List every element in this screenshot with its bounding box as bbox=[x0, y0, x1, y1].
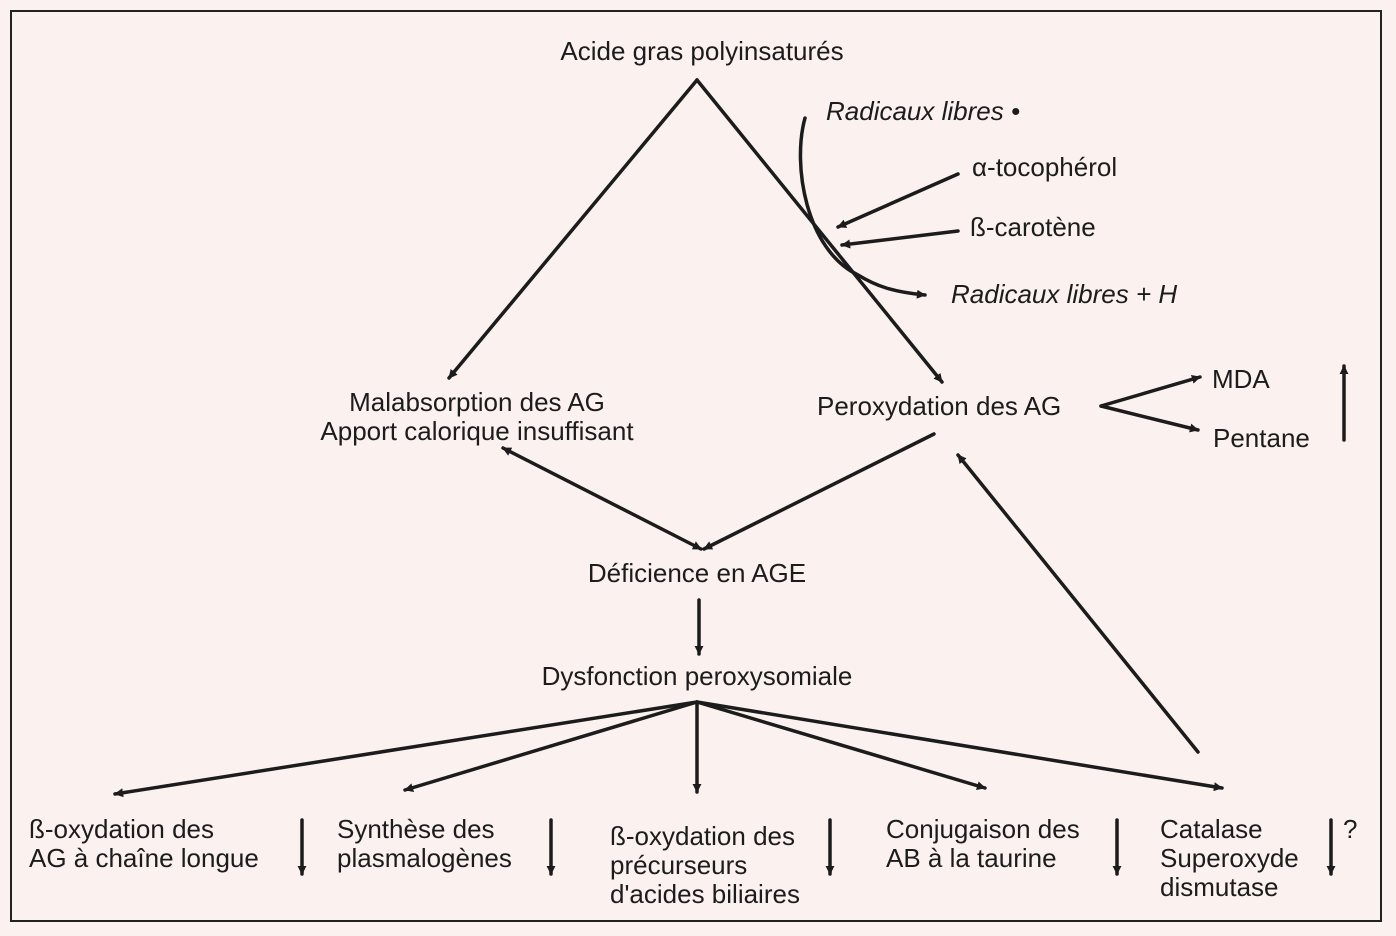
node-radicals-out: Radicaux libres + H bbox=[951, 279, 1178, 309]
arrow-to-mda bbox=[1099, 374, 1202, 408]
node-pentane: Pentane bbox=[1213, 423, 1310, 453]
node-malabsorption: Malabsorption des AG Apport calorique in… bbox=[277, 388, 677, 446]
outcome-3-line-1: ß-oxydation des bbox=[610, 821, 795, 851]
arrow-pufa-to-malabsorption bbox=[447, 78, 699, 380]
outcome-3-line-2: précurseurs bbox=[610, 850, 748, 880]
node-pufa: Acide gras polyinsaturés bbox=[560, 36, 844, 66]
arrow-peroxidation-to-deficiency bbox=[702, 432, 936, 551]
outcome-5: Catalase Superoxyde dismutase bbox=[1160, 815, 1299, 902]
outcome-3: ß-oxydation des précurseurs d'acides bil… bbox=[610, 822, 800, 909]
curve-radicals bbox=[798, 116, 927, 299]
outcome-5-note: ? bbox=[1343, 814, 1358, 844]
arrow-carotene bbox=[840, 229, 960, 249]
arrow-to-pentane bbox=[1099, 404, 1200, 433]
outcome-4-line-2: AB à la taurine bbox=[886, 843, 1057, 873]
outcome-1-line-1: ß-oxydation des bbox=[29, 814, 214, 844]
node-radicals-in: Radicaux libres • bbox=[826, 96, 1021, 126]
arrow-malabsorption-deficiency bbox=[501, 446, 703, 551]
node-deficiency: Déficience en AGE bbox=[587, 558, 807, 588]
arrow-to-outcome-1 bbox=[113, 700, 699, 798]
node-mda: MDA bbox=[1212, 364, 1270, 394]
malabsorption-line-1: Malabsorption des AG bbox=[349, 387, 605, 417]
outcome-2-line-2: plasmalogènes bbox=[337, 843, 512, 873]
outcome-5-line-3: dismutase bbox=[1160, 872, 1279, 902]
arrow-catalase-to-peroxidation bbox=[956, 453, 1200, 754]
node-peroxidation: Peroxydation des AG bbox=[817, 391, 1062, 421]
arrow-pufa-to-peroxidation bbox=[695, 78, 944, 384]
outcome-5-line-1: Catalase bbox=[1160, 814, 1263, 844]
outcome-3-line-3: d'acides biliaires bbox=[610, 879, 800, 909]
outcome-2: Synthèse des plasmalogènes bbox=[337, 815, 512, 873]
outcome-4-line-1: Conjugaison des bbox=[886, 814, 1080, 844]
outcome-1-line-2: AG à chaîne longue bbox=[29, 843, 259, 873]
arrow-tocopherol bbox=[836, 172, 960, 229]
outcome-1: ß-oxydation des AG à chaîne longue bbox=[29, 815, 259, 873]
outcome-5-line-2: Superoxyde bbox=[1160, 843, 1299, 873]
node-dysfunction: Dysfonction peroxysomiale bbox=[541, 661, 853, 691]
node-carotene: ß-carotène bbox=[970, 212, 1096, 242]
outcome-2-line-1: Synthèse des bbox=[337, 814, 495, 844]
node-tocopherol: α-tocophérol bbox=[972, 152, 1118, 182]
arrow-to-outcome-5 bbox=[695, 700, 1224, 792]
malabsorption-line-2: Apport calorique insuffisant bbox=[320, 416, 634, 446]
arrow-to-outcome-4 bbox=[695, 700, 987, 790]
outcome-4: Conjugaison des AB à la taurine bbox=[886, 815, 1080, 873]
arrow-to-outcome-2 bbox=[403, 700, 699, 792]
